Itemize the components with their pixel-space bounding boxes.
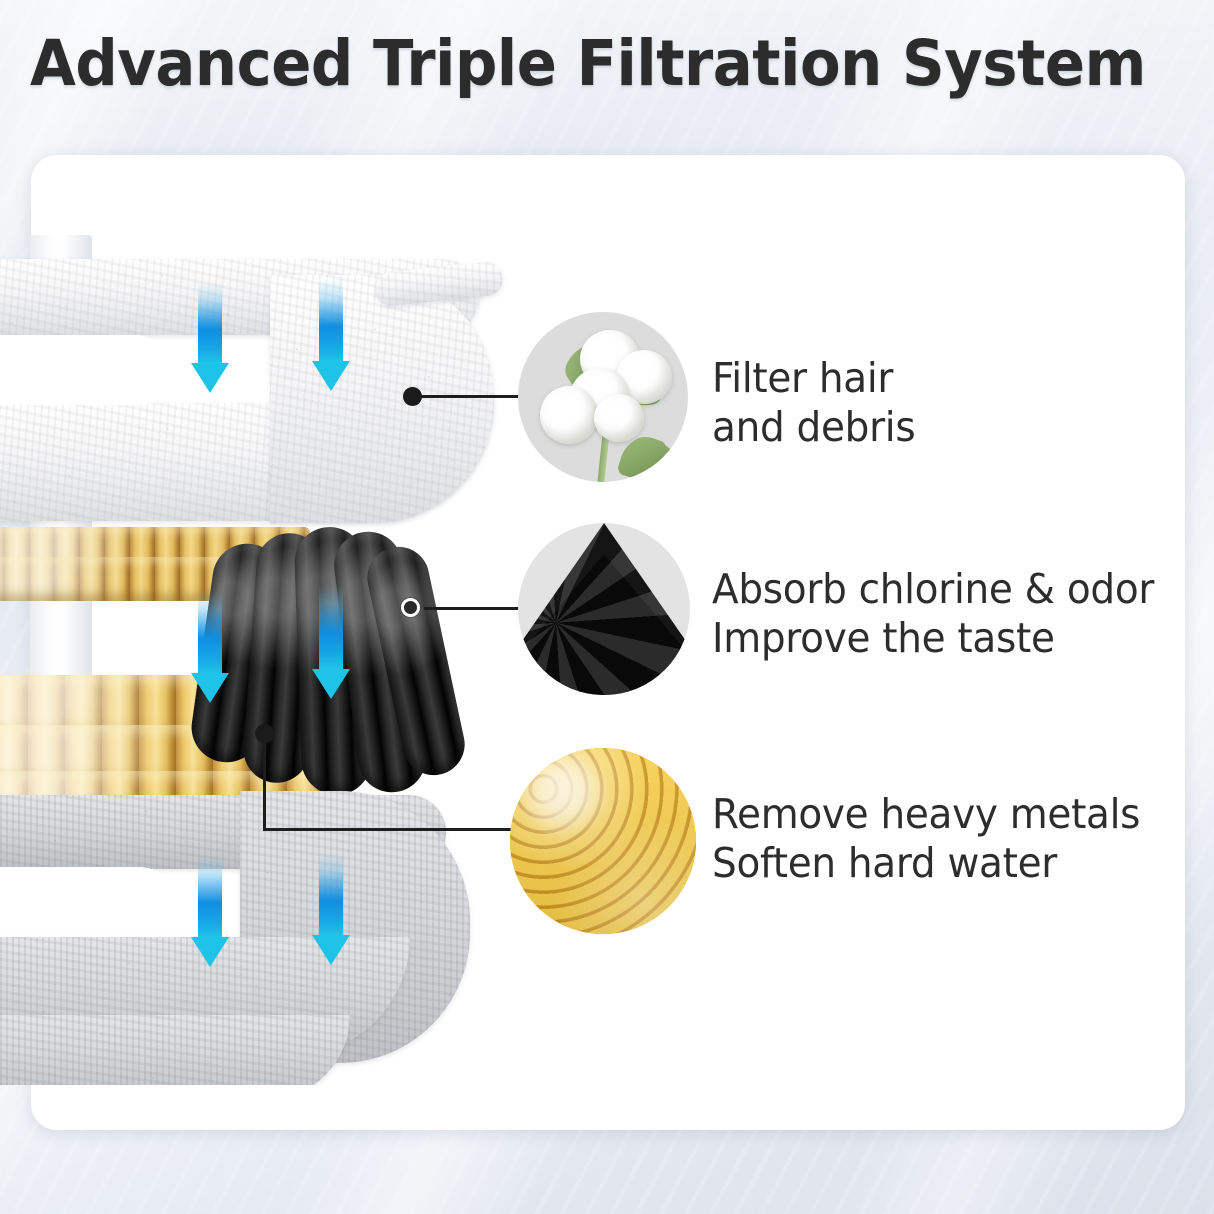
- water-flow-arrow: [312, 279, 350, 391]
- water-flow-arrow: [191, 855, 229, 967]
- callout-marker-filled-dot: [403, 387, 422, 406]
- callout-connector-elbow-horizontal: [263, 828, 525, 831]
- carbon-mound: [518, 553, 690, 695]
- water-flow-arrow: [191, 283, 229, 393]
- bottom-disc: [0, 1015, 350, 1085]
- callout-carbon-line-2: Improve the taste: [712, 614, 1055, 662]
- fabric-speckle: [270, 275, 494, 523]
- page-title: Advanced Triple Filtration System: [30, 27, 1146, 100]
- callout-cotton-line-2: and debris: [712, 403, 916, 451]
- callout-resin-line-2: Soften hard water: [712, 839, 1058, 887]
- callout-marker-filled-dot: [255, 724, 274, 743]
- callout-connector-line: [424, 607, 532, 610]
- activated-carbon-granules-icon: [518, 523, 690, 695]
- callout-connector-elbow-vertical: [263, 740, 266, 830]
- cotton-layer-inner-notch: [0, 335, 170, 405]
- cotton-boll: [540, 386, 598, 444]
- callout-carbon-line-1: Absorb chlorine & odor: [712, 565, 1155, 613]
- water-flow-arrow: [312, 853, 350, 965]
- resin-beads: [510, 748, 696, 934]
- cotton-layer-outer-wall: [270, 275, 494, 523]
- cotton-boll: [594, 394, 644, 442]
- filter-illustration: [0, 155, 520, 1085]
- callout-connector-line: [420, 395, 528, 398]
- cotton-boll-icon: [518, 312, 688, 482]
- water-flow-arrow: [312, 585, 350, 699]
- callout-cotton-line-1: Filter hair: [712, 354, 894, 402]
- fabric-speckle: [0, 1015, 350, 1085]
- ion-exchange-resin-beads-icon: [510, 748, 696, 934]
- callout-marker-open-dot: [401, 598, 420, 617]
- water-flow-arrow: [191, 591, 229, 703]
- callout-resin-line-1: Remove heavy metals: [712, 790, 1141, 838]
